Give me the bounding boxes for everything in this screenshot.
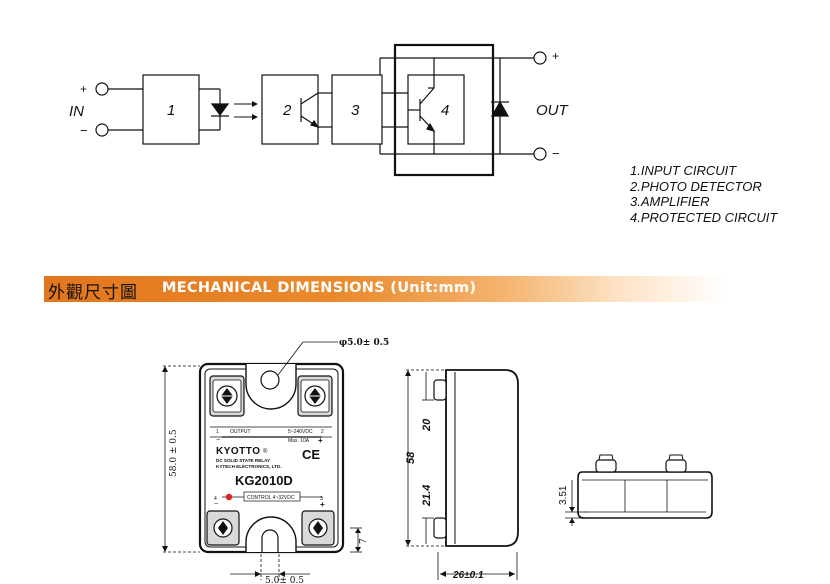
- slot-dimension: 7: [359, 538, 369, 544]
- company-name: KYTECH ELECTRONICS, LTD.: [216, 464, 282, 469]
- registered-mark: ®: [263, 448, 268, 455]
- light-arrows-icon: [234, 101, 258, 120]
- block-amplifier: [331, 74, 383, 145]
- terminal-screw-icon: [209, 375, 245, 417]
- mounting-hole: [260, 370, 280, 390]
- relay-subtitle: DC SOLID STATE RELAY: [216, 458, 270, 463]
- diode-icon: [490, 100, 510, 117]
- control-plus-mark: +: [320, 500, 325, 509]
- in-label: IN: [69, 103, 84, 120]
- ce-mark: CE: [302, 447, 320, 462]
- control-minus-mark: −: [214, 501, 218, 508]
- output-minus-mark: −: [216, 437, 220, 444]
- end-height-dimension: 3.51: [558, 485, 569, 505]
- legend-item: 1.INPUT CIRCUIT: [630, 163, 737, 178]
- mounting-slot: [261, 529, 279, 552]
- side-view: [406, 369, 519, 580]
- out-label: OUT: [536, 102, 570, 119]
- block-1-label: 1: [167, 102, 175, 119]
- circuit-legend: 1.INPUT CIRCUIT 2.PHOTO DETECTOR 3.AMPLI…: [630, 163, 777, 225]
- terminal-screw-icon: [297, 375, 333, 417]
- circuit-diagram: [95, 43, 547, 177]
- block-4-label: 4: [441, 102, 449, 119]
- led-icon: [210, 103, 230, 117]
- legend-item: 3.AMPLIFIER: [630, 194, 710, 209]
- block-protected-outer: [393, 43, 495, 177]
- output-minus-sign: −: [552, 146, 560, 161]
- phototransistor-icon: [300, 92, 320, 129]
- model-number: KG2010D: [235, 473, 293, 488]
- pin-3-label: 3: [320, 496, 323, 502]
- front-view: 1 OUTPUT 5~240VDC 2 − Max. 10A + KYOTTO …: [162, 338, 389, 584]
- brand-logo: KYOTTO: [216, 446, 260, 457]
- block-photo-detector: [261, 74, 319, 145]
- output-plus-terminal: [533, 51, 547, 65]
- input-minus-terminal: [95, 123, 109, 137]
- hole-dimension: φ5.0± 0.5: [339, 338, 389, 348]
- control-label: CONTROL 4~32VDC: [247, 495, 295, 501]
- input-plus-sign: +: [80, 82, 87, 96]
- side-top-dimension: 20: [421, 418, 433, 432]
- output-transistor-icon: [408, 75, 436, 144]
- banner-chinese-title: 外觀尺寸圖: [48, 283, 138, 303]
- legend-item: 2.PHOTO DETECTOR: [630, 178, 762, 194]
- side-total-dimension: 58: [405, 451, 417, 464]
- section-banner: 外觀尺寸圖 MECHANICAL DIMENSIONS (Unit:mm): [44, 276, 784, 303]
- input-plus-terminal: [95, 82, 109, 96]
- output-label: OUTPUT: [230, 429, 251, 435]
- output-plus-sign: +: [552, 49, 559, 63]
- height-dimension: 58.0 ± 0.5: [169, 429, 179, 477]
- pin-2-label: 2: [321, 429, 324, 435]
- max-current-label: Max. 10A: [288, 438, 310, 444]
- output-minus-terminal: [533, 147, 547, 161]
- output-plus-mark: +: [318, 436, 323, 445]
- block-2-label: 2: [282, 102, 292, 119]
- led-indicator-icon: [225, 493, 233, 501]
- control-label-box: [243, 491, 301, 502]
- voltage-label: 5~240VDC: [288, 429, 313, 435]
- side-bottom-dimension: 21.4: [421, 485, 433, 507]
- pin-1-label: 1: [216, 429, 219, 435]
- end-view: [565, 454, 713, 526]
- block-3-label: 3: [351, 102, 360, 119]
- terminal-screw-icon: [301, 510, 335, 546]
- legend-item: 4.PROTECTED CIRCUIT: [630, 209, 778, 225]
- block-input-circuit: [142, 74, 200, 145]
- pin-4-label: 4: [214, 496, 217, 502]
- side-width-dimension: 26±0.1: [452, 570, 484, 581]
- banner-english-title: MECHANICAL DIMENSIONS (Unit:mm): [162, 280, 477, 296]
- terminal-screw-icon: [206, 510, 240, 546]
- input-minus-sign: −: [80, 123, 88, 138]
- bottom-dimension: 5.0± 0.5: [265, 576, 304, 584]
